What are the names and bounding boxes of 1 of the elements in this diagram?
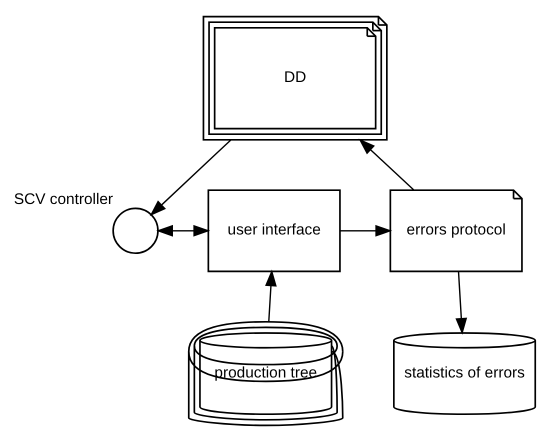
node-label: SCV controller: [14, 190, 114, 208]
